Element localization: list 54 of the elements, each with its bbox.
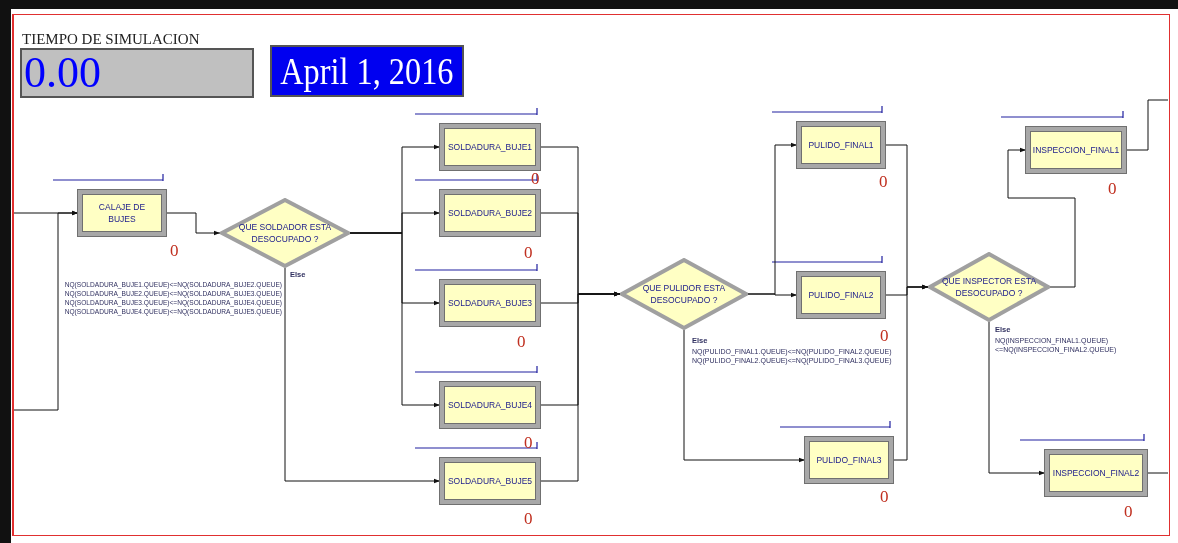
decision-text: QUE SOLDADOR ESTA DESOCUPADO ? xyxy=(237,221,333,245)
connector-arrow xyxy=(988,321,1046,476)
entity-counter: 0 xyxy=(1108,180,1117,197)
process-box xyxy=(1026,127,1126,173)
entity-counter: 0 xyxy=(880,488,889,505)
connector-arrow xyxy=(1007,147,1076,288)
entity-counter: 0 xyxy=(524,244,533,261)
entity-counter: 0 xyxy=(879,173,888,190)
entity-counter: 0 xyxy=(524,434,533,451)
decision-diamond xyxy=(620,258,748,330)
decision-diamond xyxy=(220,198,350,268)
decision-text: QUE PULIDOR ESTA DESOCUPADO ? xyxy=(641,282,727,306)
process-text: SOLDADURA_BUJE2 xyxy=(446,207,534,219)
date-display xyxy=(270,45,464,97)
process-box xyxy=(440,382,540,428)
display-value: 0.00 xyxy=(23,51,101,95)
process-box xyxy=(440,190,540,236)
process-text: PULIDO_FINAL2 xyxy=(807,289,875,301)
process-box xyxy=(1045,450,1147,496)
entity-counter: 0 xyxy=(531,170,540,187)
connector-line xyxy=(1125,99,1169,151)
display-heading: TIEMPO DE SIMULACION xyxy=(22,31,200,48)
connector-arrow xyxy=(747,292,798,298)
connector-line xyxy=(1146,472,1169,474)
process-text: SOLDADURA_BUJE4 xyxy=(446,399,534,411)
process-text: INSPECCION_FINAL2 xyxy=(1051,467,1141,479)
process-text: CALAJE DE BUJES xyxy=(97,201,147,225)
entity-counter: 0 xyxy=(880,327,889,344)
connector-arrow xyxy=(892,284,929,461)
entity-counter: 0 xyxy=(1124,503,1133,520)
decision-diamond xyxy=(928,252,1050,322)
process-box xyxy=(440,280,540,326)
connector-arrow xyxy=(165,212,221,236)
process-box xyxy=(440,124,540,170)
decision-text: QUE INSPECTOR ESTA DESOCUPADO ? xyxy=(940,275,1038,299)
connector-arrow xyxy=(284,267,441,484)
entity-counter: 0 xyxy=(524,510,533,527)
process-text: SOLDADURA_BUJE1 xyxy=(446,141,534,153)
entity-counter: 0 xyxy=(170,242,179,259)
process-box xyxy=(797,122,885,168)
process-text: PULIDO_FINAL3 xyxy=(815,454,883,466)
process-box xyxy=(78,190,166,236)
process-text: PULIDO_FINAL1 xyxy=(807,139,875,151)
process-box xyxy=(440,458,540,504)
process-text: SOLDADURA_BUJE5 xyxy=(446,475,534,487)
connector-arrow xyxy=(683,329,806,463)
connector-arrow xyxy=(13,210,79,411)
process-text: INSPECCION_FINAL1 xyxy=(1031,144,1121,156)
process-box xyxy=(797,272,885,318)
connector-arrow xyxy=(349,232,441,408)
process-text: SOLDADURA_BUJE3 xyxy=(446,297,534,309)
display-value: April 1, 2016 xyxy=(280,52,454,90)
process-box xyxy=(805,437,893,483)
entity-counter: 0 xyxy=(517,333,526,350)
